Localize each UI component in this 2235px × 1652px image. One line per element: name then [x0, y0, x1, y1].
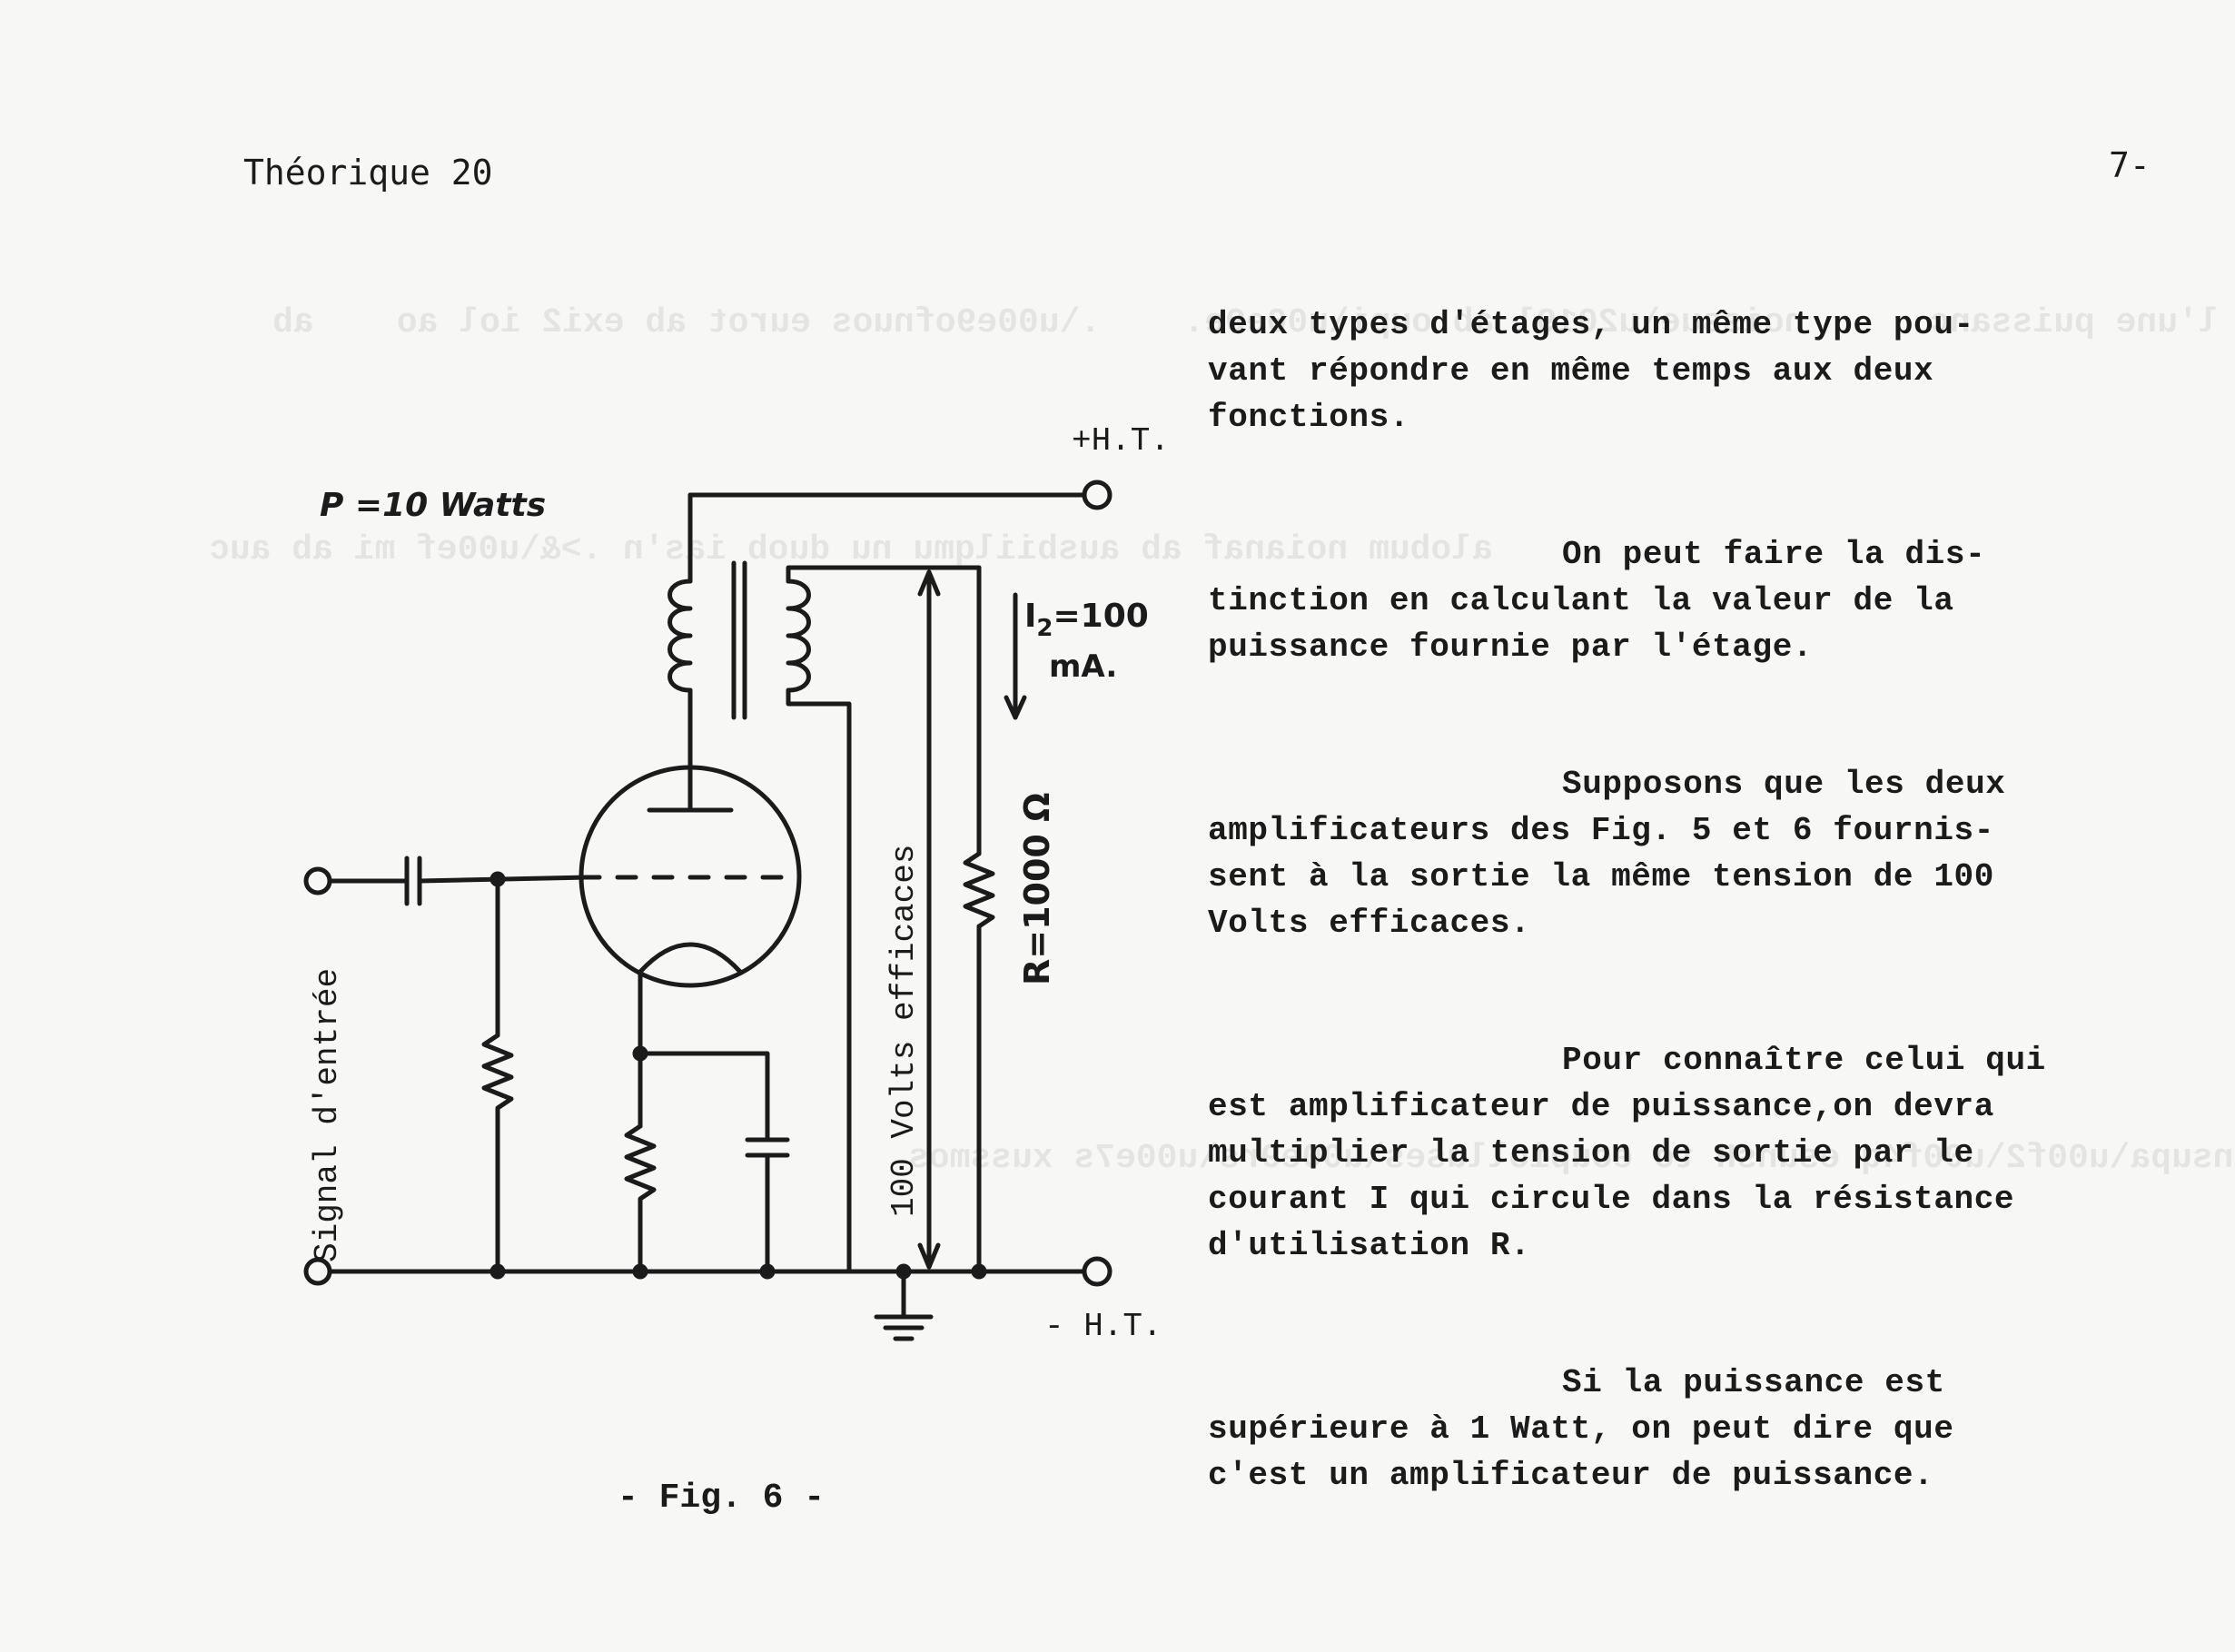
text-line: est amplificateur de puissance,on devra — [1208, 1088, 1994, 1125]
page-header-title: Théorique 20 — [243, 153, 493, 193]
text-line: d'utilisation R. — [1208, 1227, 1531, 1264]
load-resistor — [963, 851, 995, 929]
text-line: Pour connaître celui qui — [1562, 1042, 2046, 1079]
text-line: deux types d'étages, un même type pou- — [1208, 306, 1974, 343]
paragraph-5: Si la puissance est supérieure à 1 Watt,… — [1208, 1360, 2171, 1499]
secondary-winding — [786, 579, 811, 693]
current-value: =100 — [1053, 598, 1149, 635]
transformer-core — [731, 560, 747, 720]
power-label: P =10 Watts — [320, 487, 546, 524]
ht-minus-terminal — [1082, 1256, 1113, 1287]
tube-cathode — [638, 942, 743, 974]
text-line: courant I qui circule dans la résistance — [1208, 1181, 2015, 1218]
ht-plus-label: +H.T. — [1072, 422, 1170, 460]
page-number: 7- — [2109, 145, 2151, 185]
grid-resistor — [481, 1033, 514, 1274]
resistor-label: R=1000 Ω — [1017, 793, 1057, 985]
paragraph-4: Pour connaître celui qui est amplificate… — [1208, 1037, 2171, 1269]
primary-winding — [668, 579, 693, 693]
cathode-resistor — [624, 1123, 657, 1274]
cathode-capacitor — [745, 1137, 790, 1158]
paragraph-1: deux types d'étages, un même type pou- v… — [1208, 302, 2171, 440]
input-signal-label: Signal d'entrée — [309, 968, 346, 1262]
text-line: Supposons que les deux — [1562, 766, 2006, 803]
text-line: sent à la sortie la même tension de 100 — [1208, 858, 1994, 895]
text-line: amplificateurs des Fig. 5 et 6 fournis- — [1208, 812, 1994, 849]
text-line: Volts efficaces. — [1208, 905, 1531, 942]
ground-symbol — [874, 1269, 934, 1341]
ht-minus-label: - H.T. — [1044, 1308, 1162, 1345]
current-subscript: 2 — [1036, 615, 1053, 642]
text-line: vant répondre en même temps aux deux — [1208, 352, 1934, 390]
text-line: fonctions. — [1208, 399, 1410, 436]
current-symbol: I — [1024, 598, 1036, 635]
text-line: puissance fournie par l'étage. — [1208, 628, 1814, 666]
ht-plus-terminal — [1082, 480, 1113, 510]
paragraph-2: On peut faire la dis- tinction en calcul… — [1208, 531, 2171, 670]
text-line: multiplier la tension de sortie par le — [1208, 1134, 1974, 1172]
figure-caption: - Fig. 6 - — [618, 1479, 826, 1518]
paragraph-3: Supposons que les deux amplificateurs de… — [1208, 761, 2171, 946]
text-line: Si la puissance est — [1562, 1364, 1945, 1401]
text-line: On peut faire la dis- — [1562, 536, 1986, 573]
text-line: tinction en calculant la valeur de la — [1208, 582, 1954, 619]
input-terminal-top — [303, 866, 332, 895]
voltage-label: 100 Volts efficaces — [885, 845, 923, 1217]
text-line: c'est un amplificateur de puissance. — [1208, 1457, 1934, 1494]
current-label: I2=100 — [1024, 598, 1149, 642]
current-unit: mA. — [1049, 648, 1117, 685]
text-line: supérieure à 1 Watt, on peut dire que — [1208, 1410, 1954, 1448]
